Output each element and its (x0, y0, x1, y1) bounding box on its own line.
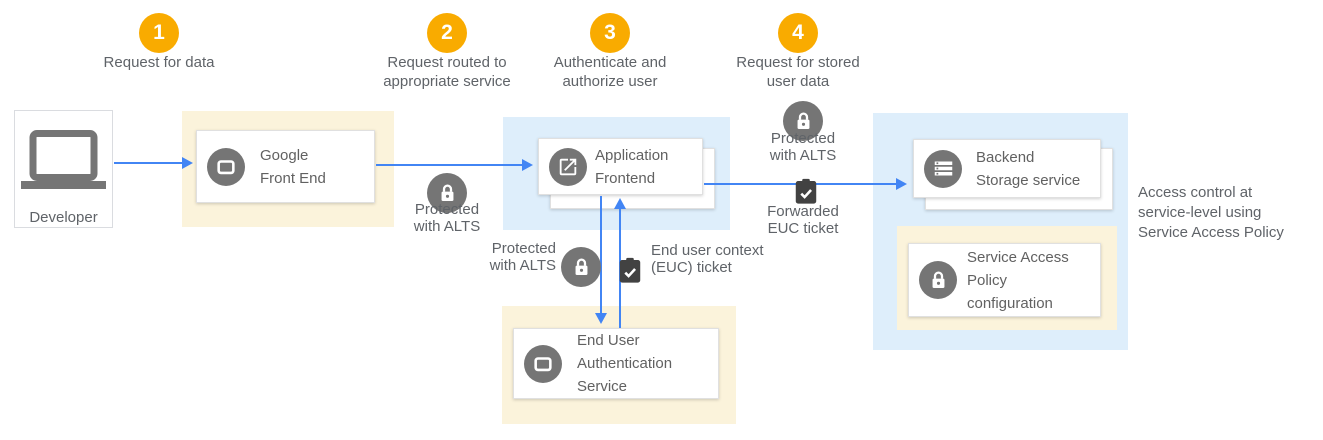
screen-icon (524, 344, 562, 383)
lock-icon (427, 173, 467, 213)
service-access-policy-label: Service Access Policy configuration (967, 248, 1069, 312)
step-3-number: 3 (604, 21, 616, 44)
step-3-badge: 3 (590, 13, 630, 53)
developer-node: Developer (14, 110, 113, 228)
alts-note-euas: Protected with ALTS (489, 240, 556, 274)
euc-ticket-icon (617, 257, 643, 285)
access-control-note: Access control at service-level using Se… (1138, 184, 1284, 241)
step-4-number: 4 (792, 21, 804, 44)
step-4-label: Request for stored user data (736, 54, 860, 90)
end-user-auth-card: End User Authentication Service (513, 328, 719, 399)
step-2-badge: 2 (427, 13, 467, 53)
laptop-icon (21, 130, 106, 194)
storage-icon (924, 149, 962, 188)
launch-icon (549, 147, 587, 186)
step-1-label: Request for data (103, 54, 215, 71)
step-4-badge: 4 (778, 13, 818, 53)
alts-note-backend: Protected with ALTS (769, 130, 837, 164)
lock-icon (561, 247, 601, 287)
lock-icon (919, 261, 957, 299)
forwarded-euc-ticket-icon (793, 178, 819, 206)
arrow-gfe-to-application-frontend (376, 159, 533, 171)
forwarded-ticket-note: Forwarded EUC ticket (767, 203, 839, 237)
step-1-badge: 1 (139, 13, 179, 53)
developer-label: Developer (29, 209, 98, 226)
backend-storage-label: Backend Storage service (976, 148, 1081, 189)
google-front-end-card: Google Front End (196, 130, 375, 203)
arrow-application-frontend-to-euas (595, 196, 607, 324)
step-1-number: 1 (153, 21, 165, 44)
end-user-auth-label: End User Authentication Service (577, 332, 673, 395)
google-front-end-label: Google Front End (260, 146, 326, 187)
application-frontend-card: Application Frontend (538, 138, 703, 195)
lock-icon (783, 101, 823, 141)
service-access-policy-card: Service Access Policy configuration (908, 243, 1101, 317)
backend-storage-card: Backend Storage service (913, 139, 1101, 198)
step-2-label: Request routed to appropriate service (383, 54, 511, 90)
application-frontend-label: Application Frontend (595, 146, 669, 187)
screen-icon (207, 147, 245, 186)
arrow-developer-to-gfe (114, 157, 193, 169)
alts-note-gfe: Protected with ALTS (413, 201, 481, 235)
euc-ticket-note: End user context (EUC) ticket (651, 242, 764, 276)
step-3-label: Authenticate and authorize user (553, 54, 667, 90)
step-2-number: 2 (441, 21, 453, 44)
